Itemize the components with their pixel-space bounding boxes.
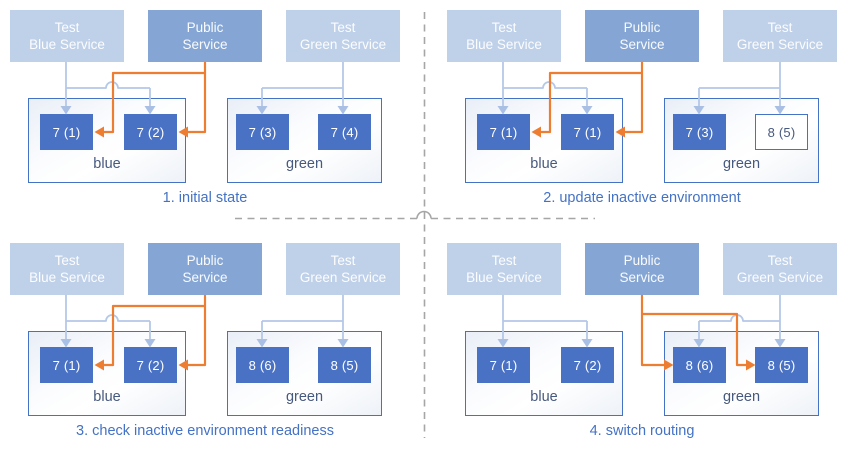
pod-blue-1: 7 (1) [40,347,93,383]
service-label-line: Service [182,270,228,285]
test-blue-service-box: Test Blue Service [447,243,561,295]
service-label-line: Test [330,252,356,268]
service-label-line: Test [491,19,517,35]
service-label-line: Test [330,19,356,35]
pod-blue-1: 7 (1) [477,347,530,383]
service-label-line: Blue Service [466,270,542,285]
blue-environment-label: blue [530,389,558,405]
service-label-line: Green Service [299,270,387,285]
blue-environment-label: blue [530,156,558,172]
step-caption: 2. update inactive environment [543,190,741,206]
service-label-line: Public [623,252,661,268]
pod-blue-2: 7 (2) [124,114,177,150]
test-green-service-box: Test Green Service [723,243,837,295]
green-environment-label: green [285,156,324,172]
test-green-service-box: Test Green Service [286,243,400,295]
panel-switch-routing: Test Blue Service Public Service Test Gr… [437,233,848,461]
step-caption: 3. check inactive environment readiness [76,423,334,439]
pod-blue-2: 7 (1) [561,114,614,150]
pod-blue-2: 7 (2) [561,347,614,383]
service-label-line: Green Service [299,37,387,52]
pod-green-2-inactive: 8 (5) [755,114,808,150]
service-label-line: Public [186,19,224,35]
service-label-line: Public [186,252,224,268]
service-label-line: Test [54,19,80,35]
green-environment-label: green [722,156,761,172]
pod-green-2: 7 (4) [318,114,371,150]
service-label-line: Public [623,19,661,35]
service-label-line: Blue Service [466,37,542,52]
public-service-box: Public Service [148,10,262,62]
service-label-line: Test [491,252,517,268]
public-service-box: Public Service [585,10,699,62]
step-caption: 1. initial state [162,190,248,206]
step-caption: 4. switch routing [589,423,695,439]
test-blue-service-box: Test Blue Service [10,10,124,62]
pod-blue-2: 7 (2) [124,347,177,383]
service-label-line: Service [619,37,665,52]
pod-green-2: 8 (5) [755,347,808,383]
pod-green-1: 8 (6) [673,347,726,383]
pod-green-1: 7 (3) [236,114,289,150]
test-green-service-box: Test Green Service [286,10,400,62]
pod-green-2: 8 (5) [318,347,371,383]
pod-green-1: 7 (3) [673,114,726,150]
service-label-line: Green Service [736,270,824,285]
pod-blue-1: 7 (1) [40,114,93,150]
test-green-service-box: Test Green Service [723,10,837,62]
green-environment-label: green [285,389,324,405]
panel-initial-state: Test Blue Service Public Service Test Gr… [0,0,424,228]
pod-green-1: 8 (6) [236,347,289,383]
blue-environment-label: blue [93,156,121,172]
service-label-line: Service [182,37,228,52]
service-label-line: Green Service [736,37,824,52]
pod-blue-1: 7 (1) [477,114,530,150]
service-label-line: Test [54,252,80,268]
service-label-line: Blue Service [29,270,105,285]
service-label-line: Test [767,252,793,268]
service-label-line: Blue Service [29,37,105,52]
panel-check-inactive-environment-readiness: Test Blue Service Public Service Test Gr… [0,233,424,461]
blue-environment-label: blue [93,389,121,405]
service-label-line: Service [619,270,665,285]
panel-update-inactive-environment: Test Blue Service Public Service Test Gr… [437,0,848,228]
green-environment-label: green [722,389,761,405]
public-service-box: Public Service [148,243,262,295]
service-label-line: Test [767,19,793,35]
public-service-box: Public Service [585,243,699,295]
test-blue-service-box: Test Blue Service [447,10,561,62]
test-blue-service-box: Test Blue Service [10,243,124,295]
